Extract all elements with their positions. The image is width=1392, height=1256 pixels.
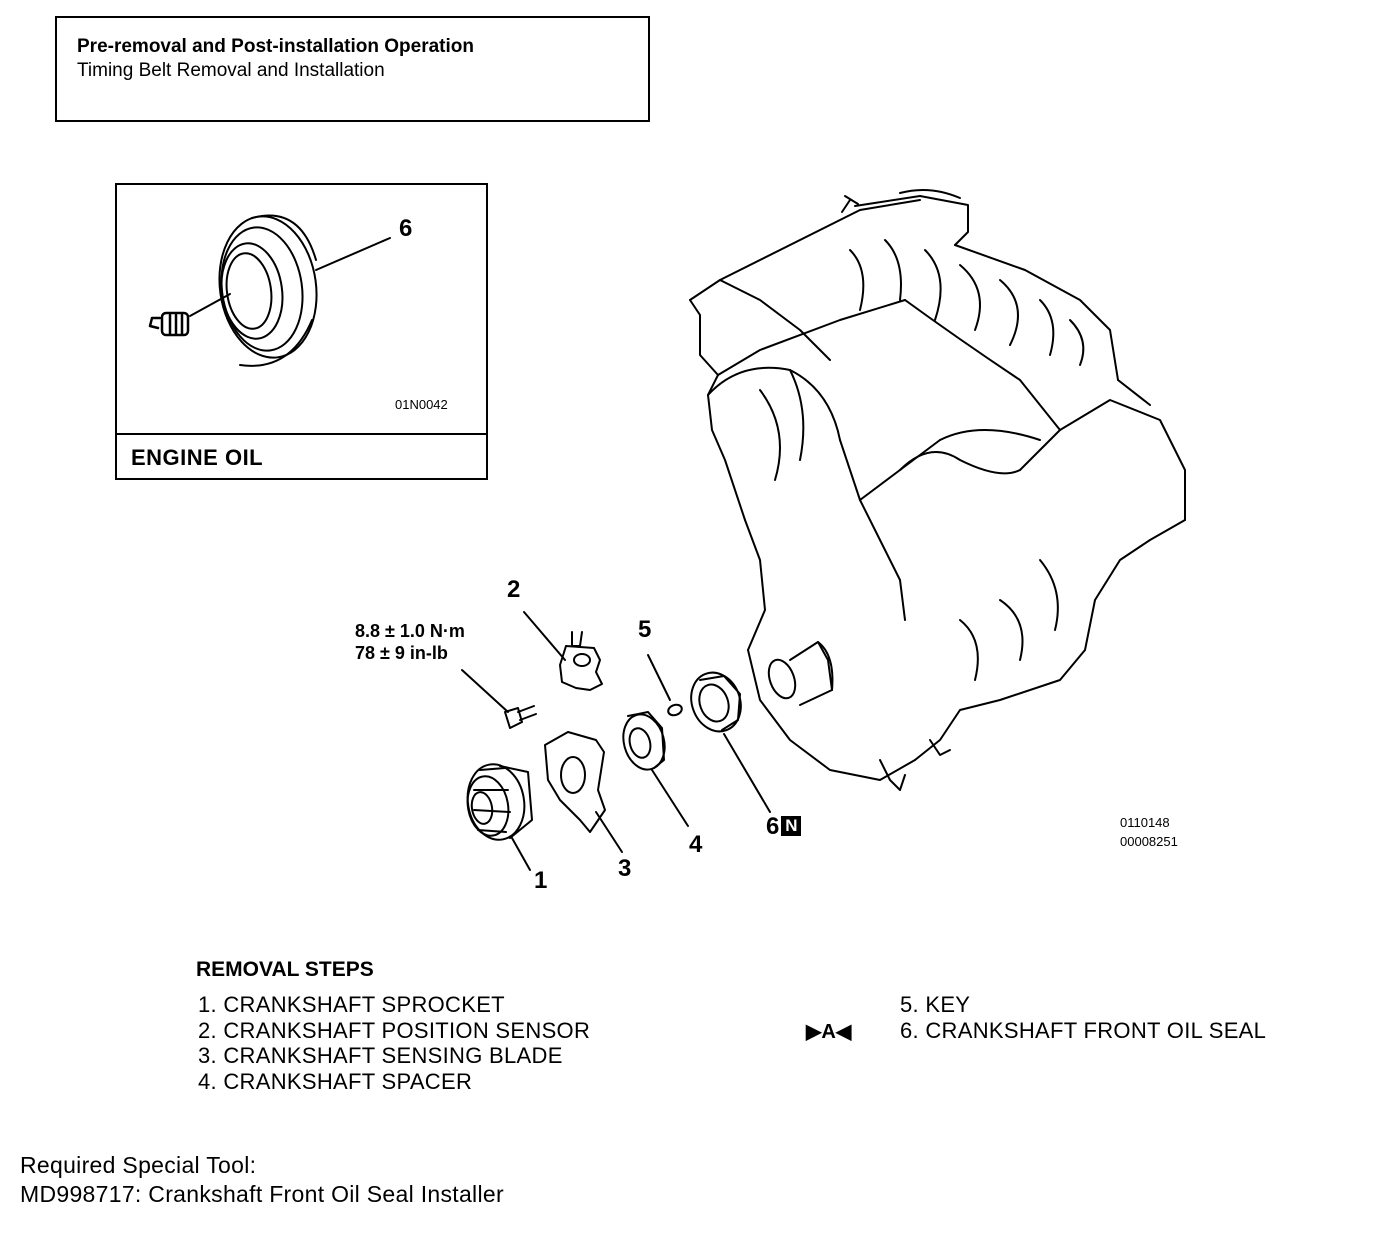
callout-5: 5 <box>638 616 652 643</box>
removal-step-3: 3. CRANKSHAFT SENSING BLADE <box>198 1043 563 1068</box>
oil-seal-drawing <box>690 671 771 813</box>
figure-code-2: 00008251 <box>1120 834 1178 849</box>
oil-can-icon <box>148 311 190 337</box>
engine-oil-inset: 6 01N0042 ENGINE OIL <box>115 183 488 480</box>
header-title: Pre-removal and Post-installation Operat… <box>77 36 474 57</box>
removal-step-4: 4. CRANKSHAFT SPACER <box>198 1069 473 1094</box>
torque-spec-metric: 8.8 ± 1.0 N·m <box>355 621 465 641</box>
special-tool-name: MD998717: Crankshaft Front Oil Seal Inst… <box>20 1181 504 1207</box>
key-drawing <box>647 654 683 717</box>
callout-3: 3 <box>618 855 632 882</box>
removal-steps-heading: REMOVAL STEPS <box>196 958 374 981</box>
bolt-drawing <box>461 669 537 729</box>
engine-block-drawing <box>689 188 1186 791</box>
removal-step-6: 6. CRANKSHAFT FRONT OIL SEAL <box>900 1018 1267 1043</box>
removal-step-1: 1. CRANKSHAFT SPROCKET <box>198 992 505 1017</box>
figure-code-1: 0110148 <box>1120 815 1170 830</box>
inset-oil-seal-drawing <box>189 214 391 367</box>
removal-step-2: 2. CRANKSHAFT POSITION SENSOR <box>198 1018 591 1043</box>
callout-2: 2 <box>507 576 521 603</box>
torque-spec-imperial: 78 ± 9 in-lb <box>355 643 448 663</box>
step6-marker: ▶A◀ <box>806 1021 852 1043</box>
inset-callout-6: 6 <box>399 215 413 242</box>
header-subtitle: Timing Belt Removal and Installation <box>77 60 385 81</box>
position-sensor-drawing <box>523 611 603 691</box>
sensing-blade-drawing <box>544 731 623 853</box>
inset-figure-code: 01N0042 <box>395 397 448 412</box>
crankshaft-sprocket-drawing <box>466 763 533 871</box>
spacer-drawing <box>622 711 689 827</box>
new-part-badge: N <box>781 816 802 836</box>
removal-step-5: 5. KEY <box>900 992 971 1017</box>
callout-1: 1 <box>534 867 548 894</box>
inset-divider <box>117 433 486 435</box>
header-box: Pre-removal and Post-installation Operat… <box>55 16 650 122</box>
special-tool-label: Required Special Tool: <box>20 1152 257 1178</box>
inset-footer-label: ENGINE OIL <box>131 445 264 470</box>
callout-4: 4 <box>689 831 703 858</box>
callout-6-number: 6 <box>766 813 780 840</box>
